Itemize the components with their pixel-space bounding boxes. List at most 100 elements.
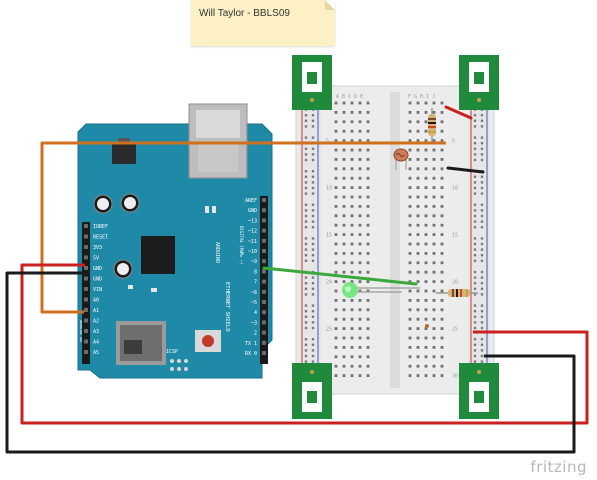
reset-button[interactable] [195,330,221,352]
rail-hole [473,326,477,330]
breadboard-hole [408,129,412,133]
rail-hole [304,293,308,296]
breadboard-hole [366,176,370,180]
pin-label: ~10 [248,249,257,255]
pin-label: ~6 [251,290,257,296]
breadboard-hole [342,374,346,377]
breadboard-hole [440,129,444,133]
breadboard-hole [358,139,362,142]
breadboard-hole [416,186,420,189]
breadboard-hole [432,299,436,302]
breadboard-hole [334,167,338,171]
breadboard-hole [358,195,362,199]
pin-label: ~5 [251,300,257,306]
breadboard-hole [366,148,370,152]
rail-hole [480,214,484,218]
breadboard-hole [424,233,428,236]
header-pin [262,289,266,294]
breakout-board-top-right [459,55,499,110]
breadboard-hole [350,195,354,199]
breadboard-hole [350,317,354,321]
breadboard-hole [408,101,412,105]
breadboard-hole [424,111,428,114]
breadboard-hole [424,205,428,208]
pin-label: A0 [93,298,99,304]
pin-label: 3V3 [93,245,102,251]
rail-hole [480,310,484,313]
pin-label: GND [93,277,102,283]
breadboard-hole [440,186,444,189]
rail-hole [304,226,308,229]
header-pin [262,351,266,355]
breadboard-hole [416,167,420,171]
header-pin [262,238,266,243]
breadboard-hole [424,167,428,171]
breadboard-hole [342,223,346,227]
breadboard-hole [416,346,420,349]
rail-hole [473,119,477,122]
rail-hole [480,114,484,117]
rail-hole [311,282,315,285]
breadboard-hole [432,336,436,340]
header-pin [262,228,266,233]
rail-hole [304,186,308,190]
wire-red-5v [20,263,589,425]
breadboard-hole [334,158,338,161]
rail-hole [473,254,477,257]
row-number: 10 [452,186,458,192]
breadboard-hole [366,346,370,349]
breadboard-hole [408,195,412,199]
breadboard-hole [366,374,370,377]
rail-hole [304,254,308,257]
header-pin [84,318,88,323]
rail-hole [311,354,315,358]
row-number: 15 [452,233,458,239]
row-number: 20 [326,280,332,286]
breadboard-hole [342,308,346,312]
rail-hole [473,270,477,274]
rail-hole [304,349,308,352]
breadboard-hole [366,111,370,114]
rail-hole [304,158,308,162]
header-pin [84,245,88,249]
breadboard-hole [350,270,354,274]
pin-label: GND [248,208,257,214]
breadboard-hole [350,355,354,359]
rail-hole [480,304,484,307]
power-rail-left [299,92,321,388]
rail-hole [473,315,477,318]
breakout-board-bottom-right [459,363,499,419]
breadboard-hole [440,289,444,293]
breadboard-hole [350,261,354,265]
breadboard-hole [408,111,412,114]
breadboard-hole [424,374,428,377]
breadboard-hole [334,186,338,189]
breadboard-hole [350,120,354,124]
breadboard-hole [334,101,338,105]
rail-hole [473,287,477,290]
breadboard-hole [350,139,354,142]
breadboard-hole [334,129,338,133]
breadboard-hole [424,270,428,274]
wire-black-gnd [5,271,576,454]
header-pin [262,310,266,315]
breadboard-hole [358,111,362,114]
rail-hole [304,248,308,251]
rail-hole [304,125,308,128]
breadboard-hole [334,299,338,302]
breadboard-hole [408,139,412,142]
rail-hole [473,136,477,139]
rail-hole [311,136,315,139]
rail-hole [480,343,484,346]
rail-hole [311,349,315,352]
breadboard-hole [408,308,412,312]
breadboard-hole [334,327,338,330]
breadboard-hole [416,261,420,265]
rail-hole [480,360,484,363]
breadboard-hole [358,186,362,189]
header-pin [262,300,266,304]
rail-hole [480,276,484,279]
breadboard-hole [358,252,362,255]
breadboard-hole [350,299,354,302]
